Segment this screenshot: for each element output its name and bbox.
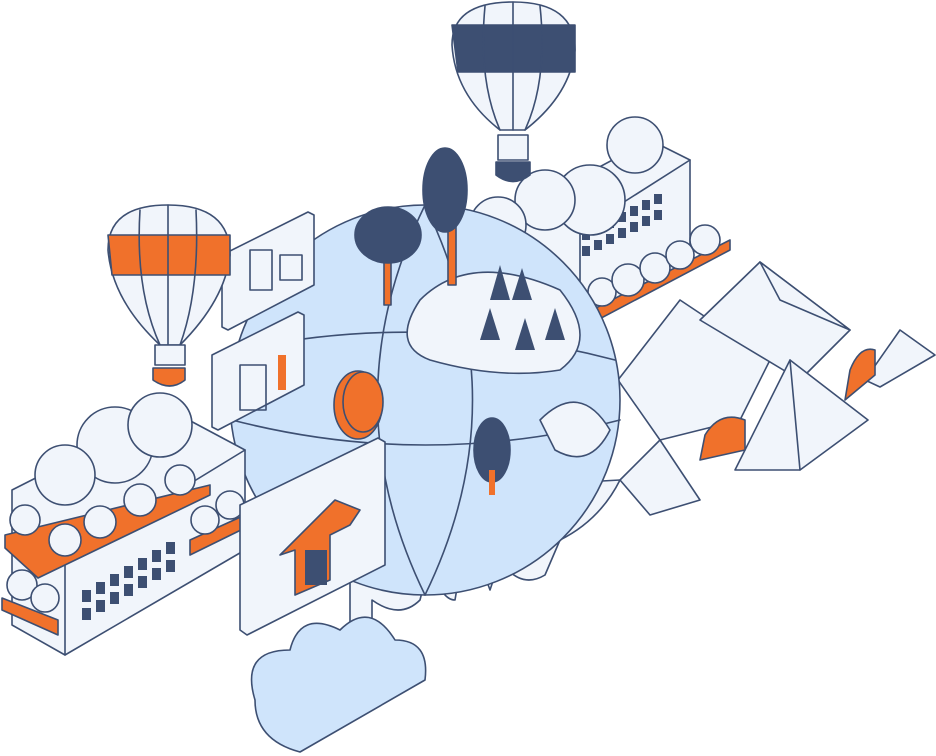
illustration-shape (642, 200, 650, 210)
illustration-shape (190, 505, 220, 535)
illustration-shape (342, 371, 384, 433)
illustration-shape (618, 228, 626, 238)
illustration-shape (278, 355, 286, 390)
illustration-shape (152, 367, 186, 387)
illustration-shape (138, 204, 198, 346)
illustration-shape (734, 359, 869, 471)
illustration-shape (654, 210, 662, 220)
illustration-shape (82, 608, 91, 620)
illustration-shape (480, 308, 500, 340)
tunnel-arch (699, 416, 746, 461)
illustration-shape (154, 344, 186, 366)
window-grid (82, 542, 175, 620)
illustration-shape (582, 246, 590, 256)
illustration-shape (152, 550, 161, 562)
illustration-shape (211, 311, 305, 431)
illustration-shape (639, 252, 671, 284)
illustration-shape (82, 590, 91, 602)
illustration-shape (221, 211, 315, 331)
pine-trees (480, 265, 565, 350)
tunnel-arch (844, 348, 876, 401)
illustration-shape (152, 568, 161, 580)
illustration-shape (512, 268, 532, 300)
illustration-shape (305, 550, 327, 585)
illustration-shape (606, 234, 614, 244)
building-right (469, 116, 731, 326)
illustration-shape (424, 204, 474, 596)
illustration-shape (34, 444, 96, 506)
illustration-shape (83, 505, 117, 539)
continent (539, 401, 611, 458)
illustration-shape (642, 216, 650, 226)
illustration-shape (354, 206, 422, 264)
illustration-shape (110, 574, 119, 586)
door-panel (211, 311, 305, 431)
planter (1, 597, 59, 636)
illustration-shape (127, 392, 193, 458)
cloud (250, 616, 427, 753)
illustration-shape (107, 234, 231, 276)
illustration-shape (138, 558, 147, 570)
illustration-shape (545, 308, 565, 340)
illustration-shape (515, 318, 535, 350)
building-left (1, 392, 246, 656)
tree-bush (606, 116, 664, 174)
illustration-shape (630, 222, 638, 232)
illustration-shape (594, 240, 602, 250)
illustration-shape (9, 504, 41, 536)
illustration-shape (124, 584, 133, 596)
hot-air-balloon-top (451, 1, 576, 183)
illustration-shape (611, 263, 645, 297)
illustration-shape (6, 569, 38, 601)
home-panel (239, 437, 386, 636)
illustration-shape (689, 224, 721, 256)
illustration-shape (864, 329, 936, 388)
building-panel (221, 211, 315, 331)
illustration-shape (48, 523, 82, 557)
illustration-shape (489, 470, 495, 495)
illustration-shape (654, 194, 662, 204)
illustration-shape (490, 265, 510, 300)
illustration-shape (759, 261, 851, 331)
illustration-shape (239, 364, 267, 411)
illustration-shape (164, 464, 196, 496)
illustration-shape (422, 147, 468, 233)
illustration-shape (123, 483, 157, 517)
illustration-shape (249, 249, 273, 291)
illustration-shape (166, 560, 175, 572)
illustration-shape (630, 206, 638, 216)
tree-coin-icon (333, 370, 384, 440)
illustration-shape (30, 583, 60, 613)
tall-trees (354, 147, 468, 306)
illustration-shape (138, 576, 147, 588)
illustration-shape (497, 134, 529, 161)
illustration-shape (495, 161, 531, 183)
tree-bush (514, 169, 576, 231)
mountain-range (617, 261, 936, 516)
illustration-shape (110, 592, 119, 604)
home-icon (279, 499, 361, 596)
illustration-shape (789, 359, 801, 471)
illustration-shape (665, 240, 695, 270)
illustration-shape (166, 542, 175, 554)
hot-air-balloon-left (107, 204, 231, 387)
illustration-shape (619, 439, 701, 516)
illustration-shape (96, 600, 105, 612)
illustration-shape (124, 566, 133, 578)
illustration-shape (482, 1, 543, 131)
illustration-shape (618, 212, 626, 222)
illustration-shape (279, 254, 303, 281)
illustration-shape (96, 582, 105, 594)
